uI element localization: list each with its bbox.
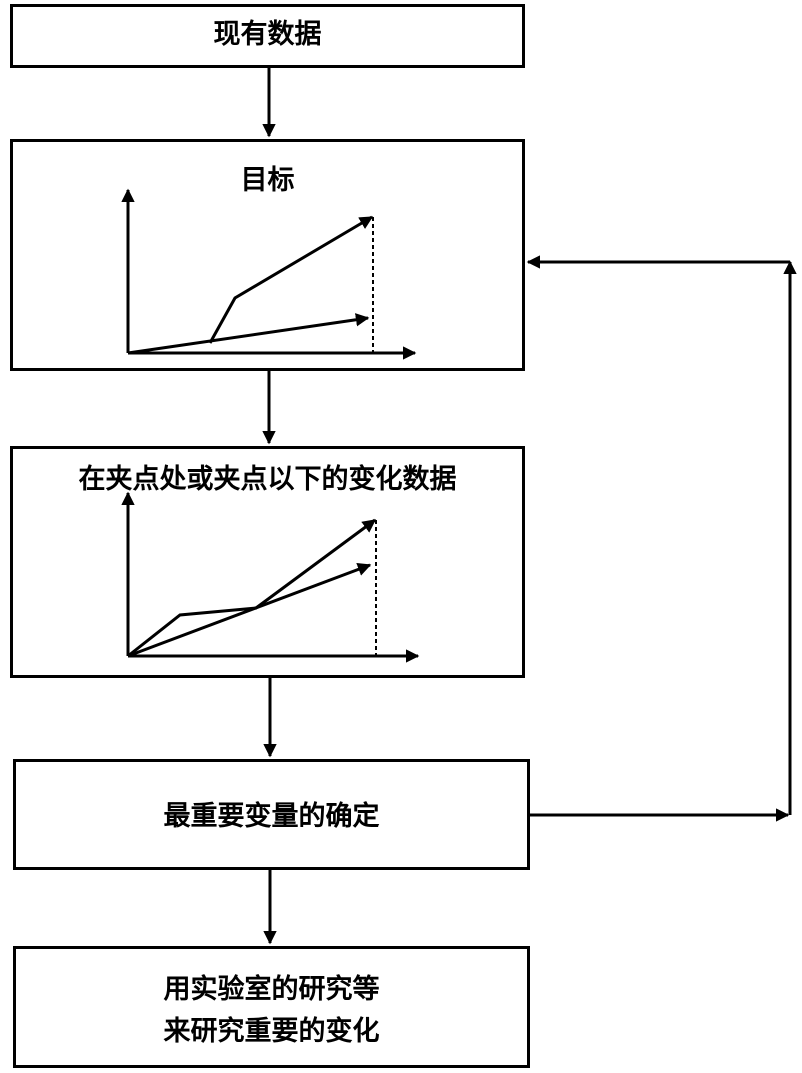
node-target-label: 目标: [240, 165, 295, 196]
node-lab-study: 用实验室的研究等 来研究重要的变化: [13, 946, 530, 1068]
node-existing-data-label: 现有数据: [213, 19, 322, 50]
node-lab-study-line1: 用实验室的研究等: [163, 974, 380, 1005]
node-lab-study-line2: 来研究重要的变化: [163, 1016, 380, 1047]
node-lab-study-label: 用实验室的研究等 来研究重要的变化: [16, 969, 527, 1053]
node-change-data-label: 在夹点处或夹点以下的变化数据: [78, 464, 457, 495]
node-change-data: 在夹点处或夹点以下的变化数据: [10, 446, 525, 678]
node-target: 目标: [10, 139, 525, 371]
node-key-variables-label: 最重要变量的确定: [163, 801, 380, 832]
node-key-variables: 最重要变量的确定: [13, 759, 530, 870]
node-existing-data: 现有数据: [10, 4, 525, 68]
